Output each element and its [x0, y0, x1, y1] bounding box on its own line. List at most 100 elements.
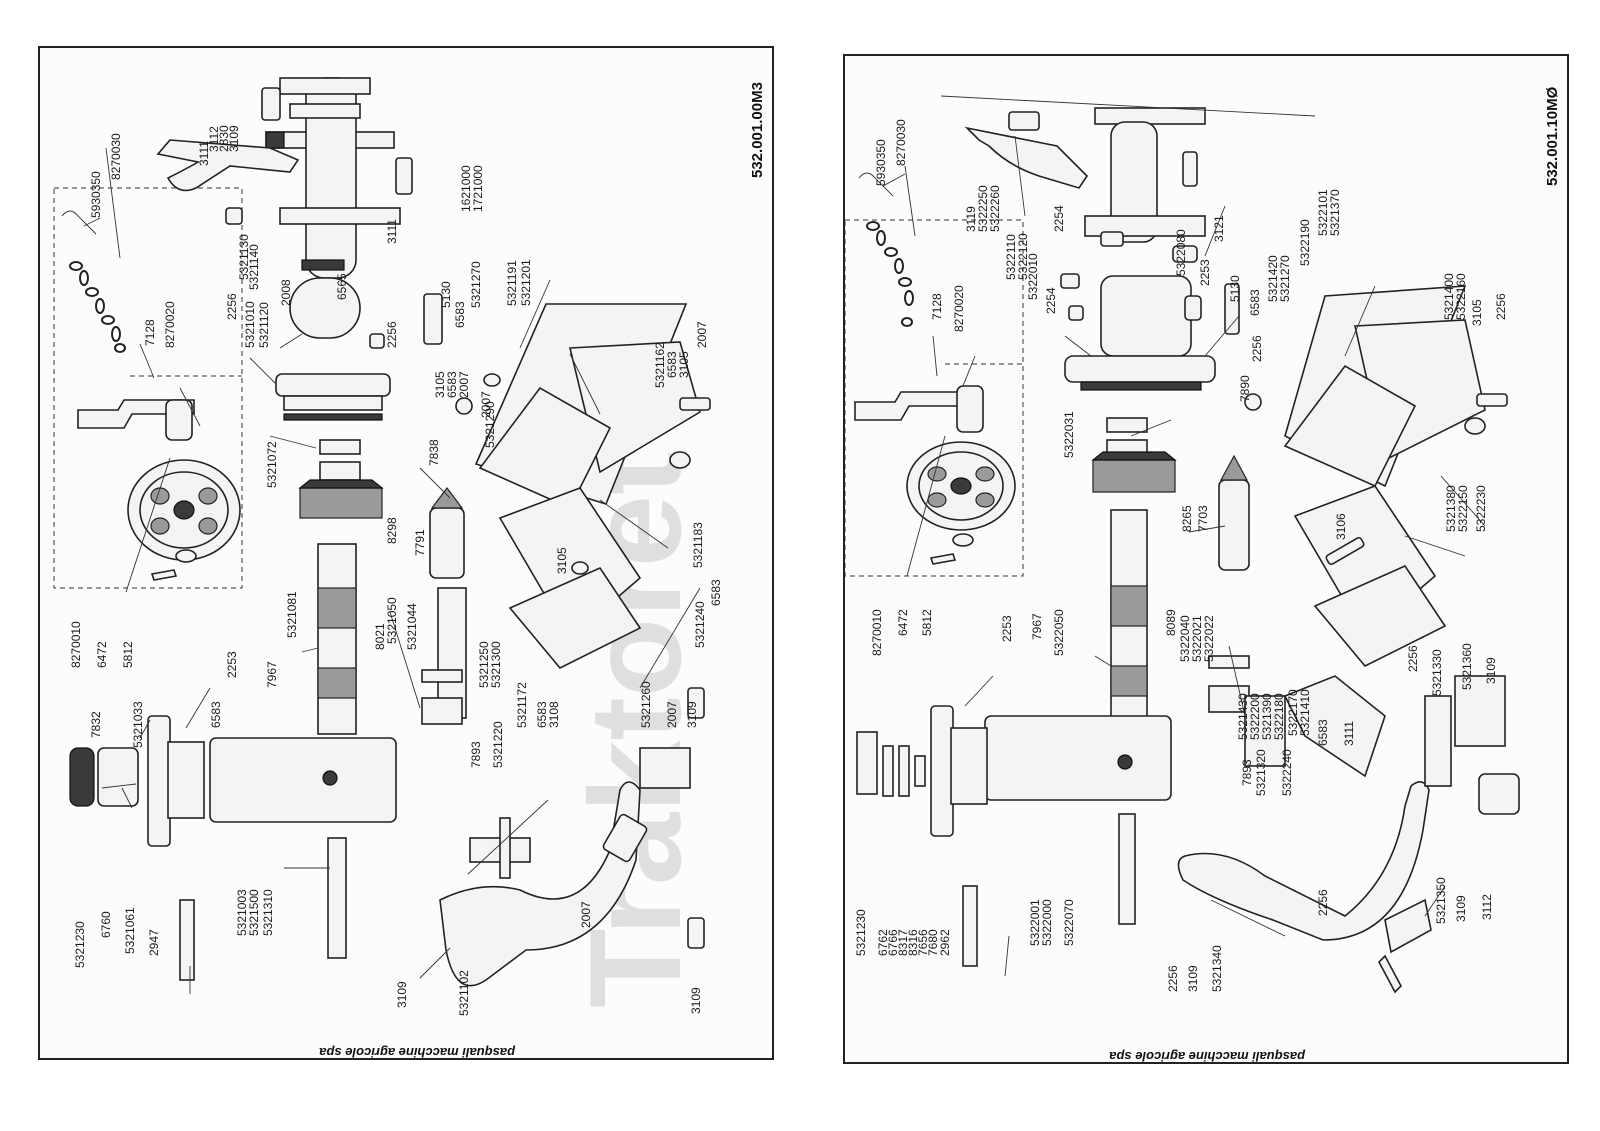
stand-pin: [165, 399, 193, 441]
part-number-label: 7890: [1238, 375, 1252, 402]
part-number-label: 2007: [695, 321, 709, 348]
part-number-label: 5321120: [257, 302, 271, 348]
part-number-label: 7967: [265, 661, 279, 688]
part-number-label: 5321250: [477, 641, 491, 688]
part-number-label: 5322180: [1272, 693, 1286, 740]
stand-pin: [956, 385, 984, 433]
part-number-label: 7680: [926, 929, 940, 956]
part-number-label: 5321330: [1430, 649, 1444, 696]
part-number-label: 2256: [1250, 335, 1264, 362]
optional-kit-box: [53, 187, 243, 589]
part-number-label: 8270030: [894, 119, 908, 166]
part-number-label: 5812: [121, 641, 135, 668]
splined-shaft-right: [1110, 509, 1148, 721]
part-number-label: 8270010: [870, 609, 884, 656]
part-number-label: 5321240: [693, 601, 707, 648]
part-number-label: 5930350: [89, 171, 103, 218]
part-number-label: 5322010: [1026, 253, 1040, 300]
part-number-label: 3109: [395, 981, 409, 1008]
part-number-label: 8270010: [69, 621, 83, 668]
part-number-label: 8317: [896, 929, 910, 956]
part-number-label: 5321300: [489, 641, 503, 688]
part-number-label: 3106: [1334, 513, 1348, 540]
stand-arm: [854, 391, 972, 421]
part-number-label: 5322080: [1174, 229, 1188, 276]
part-number-label: 5322000: [1040, 899, 1054, 946]
part-number-label: 5321430: [1236, 693, 1250, 740]
part-number-label: 5322160: [1454, 273, 1468, 320]
part-number-label: 5321500: [247, 889, 261, 936]
gearbox-housing-right: [856, 705, 1172, 837]
part-number-label: 6472: [95, 641, 109, 668]
parts-diagram-sheet-left: Traktoret 532.001.00M3 pasquali macchine…: [38, 46, 774, 1060]
part-number-label: 2253: [1000, 615, 1014, 642]
support-wheel: [906, 441, 1016, 531]
part-number-label: 7893: [469, 741, 483, 768]
parts-diagram-sheet-right: 532.001.10MØ pasquali macchine agricole …: [843, 54, 1569, 1064]
part-number-label: 5321130: [237, 234, 251, 280]
part-number-label: 5321270: [1278, 255, 1292, 302]
gearbox-housing-left: [69, 715, 397, 847]
part-number-label: 6766: [886, 929, 900, 956]
part-number-label: 3111: [385, 219, 399, 244]
bolt-2962: [962, 885, 978, 967]
part-number-label: 6583: [535, 701, 549, 728]
long-bolt-right: [1118, 813, 1136, 925]
part-number-label: 5322230: [1474, 485, 1488, 532]
bolt-2947: [179, 899, 195, 981]
part-number-label: 5322150: [1456, 485, 1470, 532]
part-number-label: 2947: [147, 929, 161, 956]
part-number-label: 3112: [1480, 894, 1494, 920]
part-number-label: 5321191: [505, 260, 519, 306]
part-number-label: 3105: [677, 351, 691, 378]
hub-assembly-top: [265, 77, 401, 339]
bevel-gear-left: [298, 479, 384, 519]
part-number-label: 5930350: [874, 139, 888, 186]
part-number-label: 5321010: [243, 301, 257, 348]
part-number-label: 5130: [439, 281, 453, 308]
part-number-label: 6472: [896, 609, 910, 636]
part-number-label: 3109: [1484, 657, 1498, 684]
part-number-label: 8270020: [163, 301, 177, 348]
part-number-label: 2256: [1316, 889, 1330, 916]
part-number-label: 5321260: [639, 681, 653, 728]
part-number-label: 2962: [938, 929, 952, 956]
part-number-label: 2256: [1406, 645, 1420, 672]
part-number-label: 5321350: [1434, 877, 1448, 924]
part-number-label: 2256: [1166, 965, 1180, 992]
part-number-label: 3111: [1342, 721, 1356, 746]
part-number-label: 6565: [335, 273, 349, 300]
part-number-label: 7967: [1030, 613, 1044, 640]
part-number-label: 5322031: [1062, 411, 1076, 458]
part-number-label: 8270030: [109, 133, 123, 180]
part-number-label: 2253: [1198, 259, 1212, 286]
part-number-label: 6583: [1316, 719, 1330, 746]
leader-lines-left: [83, 147, 701, 994]
part-number-label: 5321081: [285, 591, 299, 638]
part-number-label: 6583: [665, 351, 679, 378]
part-number-label: 6583: [709, 579, 723, 606]
part-number-label: 5322070: [1062, 899, 1076, 946]
tine-bolt: [261, 87, 281, 121]
part-number-label: 5321072: [265, 441, 279, 488]
part-number-label: 5322120: [1016, 233, 1030, 280]
part-number-label: 3105: [433, 371, 447, 398]
part-number-label: 7791: [413, 529, 427, 556]
part-number-label: 5321340: [1210, 945, 1224, 992]
part-number-label: 5812: [920, 609, 934, 636]
part-number-label: 3119: [964, 206, 978, 232]
lynch-pin-chain: [61, 210, 126, 353]
part-number-label: 3109: [685, 701, 699, 728]
exploded-view-left: Traktoret 532.001.00M3 pasquali macchine…: [53, 77, 766, 1058]
part-number-label: 3109: [1186, 965, 1200, 992]
part-number-label: 5321410: [1298, 689, 1312, 736]
part-number-label: 5321400: [1442, 273, 1456, 320]
part-number-label: 8298: [385, 517, 399, 544]
part-number-label: 2256: [385, 321, 399, 348]
hitch-arm-left: [439, 781, 641, 987]
part-number-label: 7703: [1196, 505, 1210, 532]
part-number-label: 7893: [1240, 759, 1254, 786]
bevel-pinion-right: [1218, 454, 1250, 571]
part-number-label: 7128: [143, 319, 157, 346]
tine-blade: [964, 126, 1089, 189]
